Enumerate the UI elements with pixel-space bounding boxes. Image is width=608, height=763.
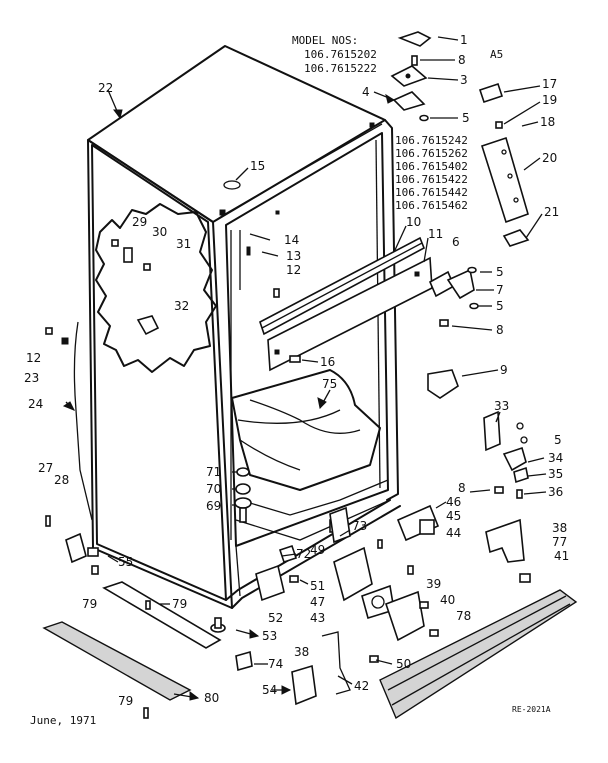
reference-code: RE-2021A bbox=[512, 705, 551, 714]
callout: 72 bbox=[296, 547, 311, 561]
callout: 7 bbox=[496, 283, 504, 297]
callout: 15 bbox=[250, 159, 265, 173]
callout: 51 bbox=[310, 579, 325, 593]
callout: 8 bbox=[458, 53, 466, 67]
model-list-item: 106.7615262 bbox=[395, 147, 468, 160]
model-list-item: 106.7615402 bbox=[395, 160, 468, 173]
model-list-item: 106.7615242 bbox=[395, 134, 468, 147]
callout: 42 bbox=[354, 679, 369, 693]
callout: 45 bbox=[446, 509, 461, 523]
callout: 20 bbox=[542, 151, 557, 165]
model-number-b: 106.7615222 bbox=[304, 62, 377, 75]
callout: 18 bbox=[540, 115, 555, 129]
callout: 8 bbox=[458, 481, 466, 495]
bracket-part bbox=[123, 247, 133, 263]
callout: 34 bbox=[548, 451, 563, 465]
callout: 11 bbox=[428, 227, 443, 241]
callout: 78 bbox=[456, 609, 471, 623]
callout: 80 bbox=[204, 691, 219, 705]
callout: 74 bbox=[268, 657, 283, 671]
callout: 9 bbox=[500, 363, 508, 377]
callout: 47 bbox=[310, 595, 325, 609]
callout: 38 bbox=[552, 521, 567, 535]
callout: 14 bbox=[284, 233, 299, 247]
callout: 71 bbox=[206, 465, 221, 479]
callout: 39 bbox=[426, 577, 441, 591]
model-list-item: 106.7615442 bbox=[395, 186, 468, 199]
callout: 24 bbox=[28, 397, 43, 411]
callout: 30 bbox=[152, 225, 167, 239]
callout: 4 bbox=[362, 85, 370, 99]
callout: 73 bbox=[352, 519, 367, 533]
callout: 8 bbox=[496, 323, 504, 337]
callout: 38 bbox=[294, 645, 309, 659]
callout: 19 bbox=[542, 93, 557, 107]
callout: 79 bbox=[118, 694, 133, 708]
callout: 16 bbox=[320, 355, 335, 369]
callout: 77 bbox=[552, 535, 567, 549]
model-label: MODEL NOS: bbox=[292, 34, 358, 47]
callout: 21 bbox=[544, 205, 559, 219]
callout: 79 bbox=[82, 597, 97, 611]
callout: 46 bbox=[446, 495, 461, 509]
model-list-item: 106.7615422 bbox=[395, 173, 468, 186]
toe-plate bbox=[42, 621, 192, 701]
callout: 22 bbox=[98, 81, 113, 95]
callout: 10 bbox=[406, 215, 421, 229]
callout: 35 bbox=[548, 467, 563, 481]
callout: 29 bbox=[132, 215, 147, 229]
insulation-cutaway bbox=[95, 203, 217, 373]
callout: 54 bbox=[262, 683, 277, 697]
callout: 5 bbox=[462, 111, 470, 125]
callout: 33 bbox=[494, 399, 509, 413]
callout: 31 bbox=[176, 237, 191, 251]
callout: 12 bbox=[286, 263, 301, 277]
callout: 5 bbox=[496, 299, 504, 313]
callout-labels: 1 8 3 4 5 17 19 18 20 21 22 15 29 30 31 … bbox=[24, 33, 569, 708]
callout: 55 bbox=[118, 555, 133, 569]
callout: 79 bbox=[172, 597, 187, 611]
callout: 23 bbox=[24, 371, 39, 385]
model-list-item: 106.7615462 bbox=[395, 199, 468, 212]
callout: 13 bbox=[286, 249, 301, 263]
callout: 75 bbox=[322, 377, 337, 391]
callout: 53 bbox=[262, 629, 277, 643]
callout: 27 bbox=[38, 461, 53, 475]
callout: 3 bbox=[460, 73, 468, 87]
footer-date: June, 1971 bbox=[30, 714, 96, 727]
callout: 36 bbox=[548, 485, 563, 499]
callout: 5 bbox=[554, 433, 562, 447]
callout: 1 bbox=[460, 33, 468, 47]
callout: 43 bbox=[310, 611, 325, 625]
front-grille bbox=[379, 589, 578, 720]
callout: 70 bbox=[206, 482, 221, 496]
callout: 32 bbox=[174, 299, 189, 313]
callout: 69 bbox=[206, 499, 221, 513]
refrigerator-cabinet bbox=[87, 45, 433, 609]
callout: 17 bbox=[542, 77, 557, 91]
callout: 12 bbox=[26, 351, 41, 365]
page-mark: A5 bbox=[490, 48, 503, 61]
callout: 5 bbox=[496, 265, 504, 279]
callout: 28 bbox=[54, 473, 69, 487]
model-number-a: 106.7615202 bbox=[304, 48, 377, 61]
callout: 6 bbox=[452, 235, 460, 249]
callout: 49 bbox=[310, 543, 325, 557]
callout: 41 bbox=[554, 549, 569, 563]
callout: 50 bbox=[396, 657, 411, 671]
callout: 40 bbox=[440, 593, 455, 607]
callout: 44 bbox=[446, 526, 461, 540]
callout: 52 bbox=[268, 611, 283, 625]
